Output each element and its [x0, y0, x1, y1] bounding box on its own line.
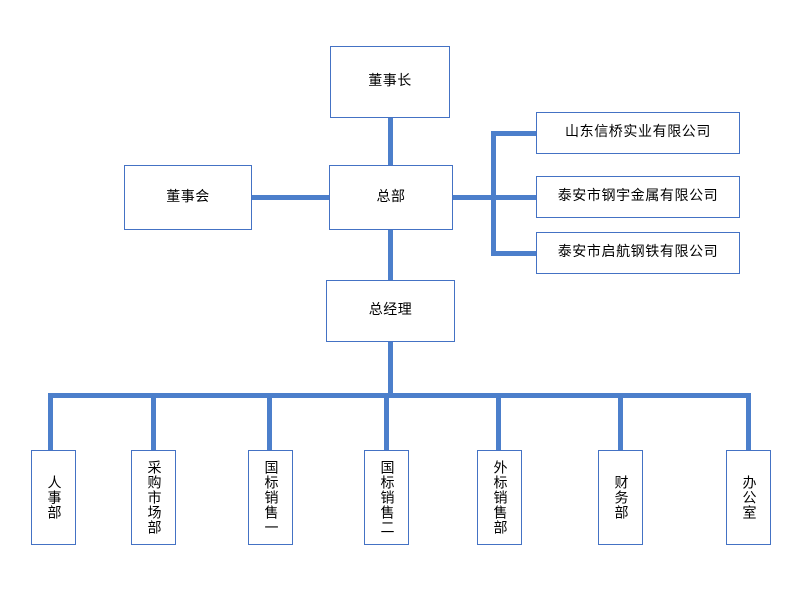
- node-department-4-label: 国标销售二: [378, 460, 395, 535]
- connector-subsidiary-branch-2: [491, 195, 537, 200]
- connector-drop-department-2: [151, 393, 156, 451]
- connector-board-to-headquarters: [251, 195, 330, 200]
- node-subsidiary-1[interactable]: 山东信桥实业有限公司: [536, 112, 740, 154]
- node-subsidiary-1-label: 山东信桥实业有限公司: [565, 124, 711, 141]
- node-chairman[interactable]: 董事长: [330, 46, 450, 118]
- connector-department-bus: [48, 393, 751, 398]
- connector-subsidiary-trunk: [491, 131, 496, 256]
- connector-drop-department-7: [746, 393, 751, 451]
- node-department-5-label: 外标销售部: [491, 460, 508, 535]
- node-department-1[interactable]: 人事部: [31, 450, 76, 545]
- connector-drop-department-4: [384, 393, 389, 451]
- node-subsidiary-3-label: 泰安市启航钢铁有限公司: [557, 244, 719, 261]
- node-department-7[interactable]: 办公室: [726, 450, 771, 545]
- node-department-5[interactable]: 外标销售部: [477, 450, 522, 545]
- node-department-6[interactable]: 财务部: [598, 450, 643, 545]
- node-subsidiary-2-label: 泰安市钢宇金属有限公司: [557, 188, 719, 205]
- node-board-label: 董事会: [166, 188, 210, 205]
- node-headquarters-label: 总部: [376, 188, 406, 205]
- connector-drop-department-1: [48, 393, 53, 451]
- connector-subsidiary-branch-1: [491, 131, 537, 136]
- node-department-4[interactable]: 国标销售二: [364, 450, 409, 545]
- connector-general-manager-to-bus: [388, 342, 393, 397]
- node-chairman-label: 董事长: [368, 73, 412, 90]
- connector-subsidiary-branch-3: [491, 251, 537, 256]
- node-department-2-label: 采购市场部: [145, 460, 162, 535]
- connector-headquarters-to-general-manager: [388, 228, 393, 280]
- connector-drop-department-6: [618, 393, 623, 451]
- node-department-3[interactable]: 国标销售一: [248, 450, 293, 545]
- node-department-6-label: 财务部: [612, 475, 629, 520]
- node-department-1-label: 人事部: [45, 475, 62, 520]
- node-department-3-label: 国标销售一: [262, 460, 279, 535]
- connector-drop-department-5: [496, 393, 501, 451]
- node-general-manager-label: 总经理: [368, 302, 413, 319]
- connector-chairman-to-headquarters: [388, 117, 393, 167]
- node-board[interactable]: 董事会: [124, 165, 252, 230]
- node-headquarters[interactable]: 总部: [329, 165, 453, 230]
- node-department-7-label: 办公室: [740, 475, 757, 520]
- connector-drop-department-3: [267, 393, 272, 451]
- node-subsidiary-2[interactable]: 泰安市钢宇金属有限公司: [536, 176, 740, 218]
- connector-headquarters-to-subsidiaries: [452, 195, 496, 200]
- node-general-manager[interactable]: 总经理: [326, 280, 455, 342]
- node-subsidiary-3[interactable]: 泰安市启航钢铁有限公司: [536, 232, 740, 274]
- node-department-2[interactable]: 采购市场部: [131, 450, 176, 545]
